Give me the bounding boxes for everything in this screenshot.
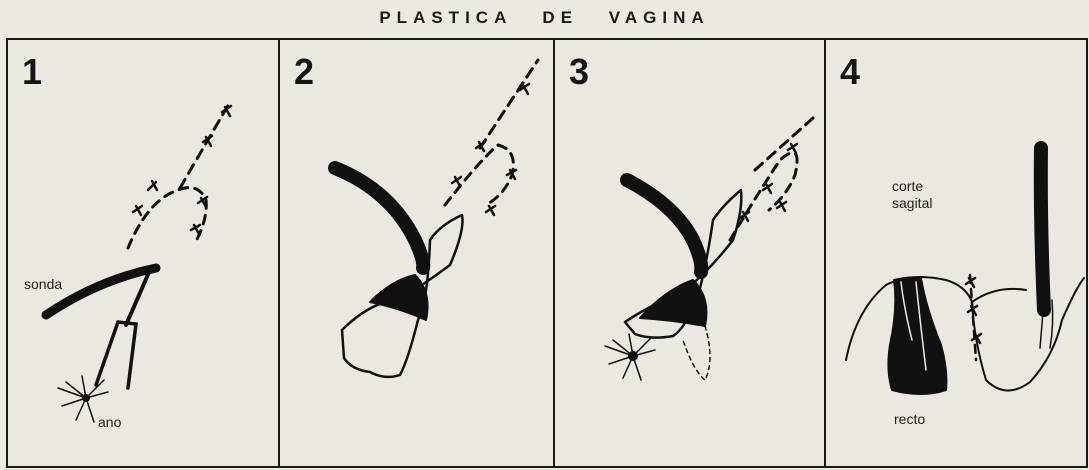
figure-strip: 1	[6, 38, 1088, 468]
panel-3-drawing	[555, 40, 826, 466]
probe-label: sonda	[24, 276, 62, 293]
panel-3: 3	[555, 40, 826, 466]
rectum-label: recto	[894, 411, 925, 428]
panel-4: 4 corte sagital recto	[826, 40, 1086, 466]
panel-1-drawing	[8, 40, 280, 466]
panel-1: 1	[8, 40, 280, 466]
panel-2-drawing	[280, 40, 555, 466]
suture-path	[128, 188, 206, 248]
section-label: corte sagital	[892, 178, 932, 212]
anus-label: ano	[98, 414, 121, 431]
page-title: PLASTICA DE VAGINA	[0, 8, 1089, 28]
panel-2: 2	[280, 40, 555, 466]
panel-4-drawing	[826, 40, 1086, 466]
